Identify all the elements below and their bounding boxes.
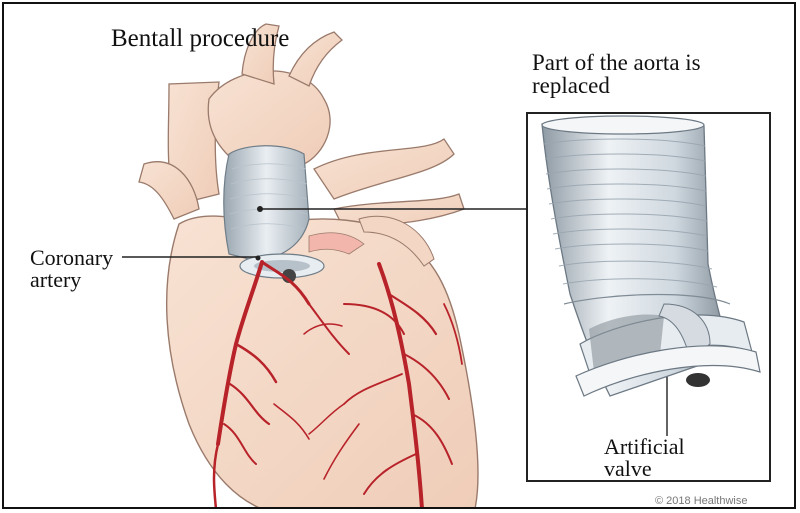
coronary-label-line1: Coronary xyxy=(30,247,113,269)
graft-tube-large xyxy=(542,116,760,396)
aorta-label-line1: Part of the aorta is xyxy=(532,51,701,74)
aorta-label-line2: replaced xyxy=(532,74,701,97)
valve-label-line2: valve xyxy=(604,458,685,480)
artificial-valve-label: Artificial valve xyxy=(604,436,685,480)
valve-label-line1: Artificial xyxy=(604,436,685,458)
copyright-text: © 2018 Healthwise xyxy=(655,496,748,507)
coronary-label-line2: artery xyxy=(30,269,113,291)
diagram-title: Bentall procedure xyxy=(111,26,289,51)
aorta-replaced-label: Part of the aorta is replaced xyxy=(532,51,701,97)
coronary-artery-label: Coronary artery xyxy=(30,247,113,291)
